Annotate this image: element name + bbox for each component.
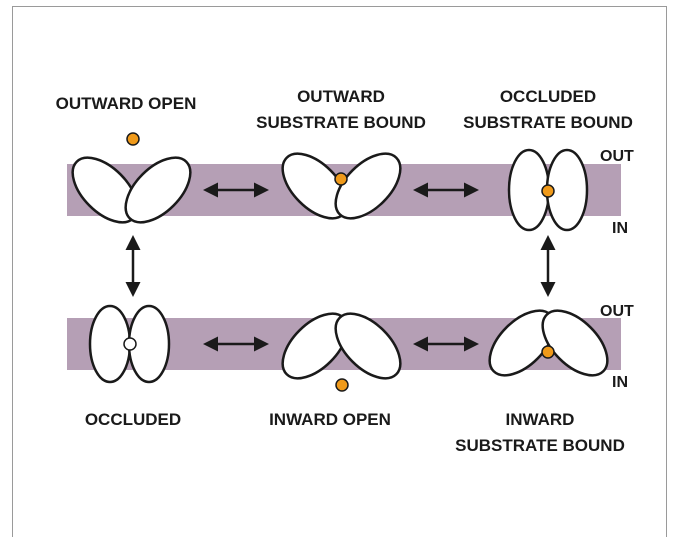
label-occluded-substrate-bound-line2: SUBSTRATE BOUND	[463, 113, 633, 132]
substrate-inward-open	[336, 379, 348, 391]
label-inward-substrate-bound-line2: SUBSTRATE BOUND	[455, 436, 625, 455]
label-bottom-out: OUT	[600, 303, 634, 320]
label-inward-open: INWARD OPEN	[269, 410, 391, 429]
transporter-inward-open	[271, 302, 412, 391]
label-outward-substrate-bound-line2: SUBSTRATE BOUND	[256, 113, 426, 132]
label-occluded-substrate-bound-line1: OCCLUDED	[500, 87, 596, 106]
substrate-inward-bound	[542, 346, 554, 358]
label-bottom-in: IN	[612, 374, 628, 391]
substrate-occluded-bound	[542, 185, 554, 197]
substrate-outward-open	[127, 133, 139, 145]
label-top-out: OUT	[600, 148, 634, 165]
label-top-in: IN	[612, 220, 628, 237]
transporter-inward-substrate-bound	[478, 299, 619, 387]
transporter-occluded-substrate-bound	[509, 150, 587, 230]
transporter-outward-substrate-bound	[271, 142, 412, 230]
transporter-occluded	[90, 306, 169, 382]
label-outward-open: OUTWARD OPEN	[56, 94, 197, 113]
empty-site-occluded	[124, 338, 136, 350]
label-inward-substrate-bound-line1: INWARD	[506, 410, 575, 429]
label-outward-substrate-bound-line1: OUTWARD	[297, 87, 385, 106]
substrate-outward-bound	[335, 173, 347, 185]
label-occluded: OCCLUDED	[85, 410, 181, 429]
